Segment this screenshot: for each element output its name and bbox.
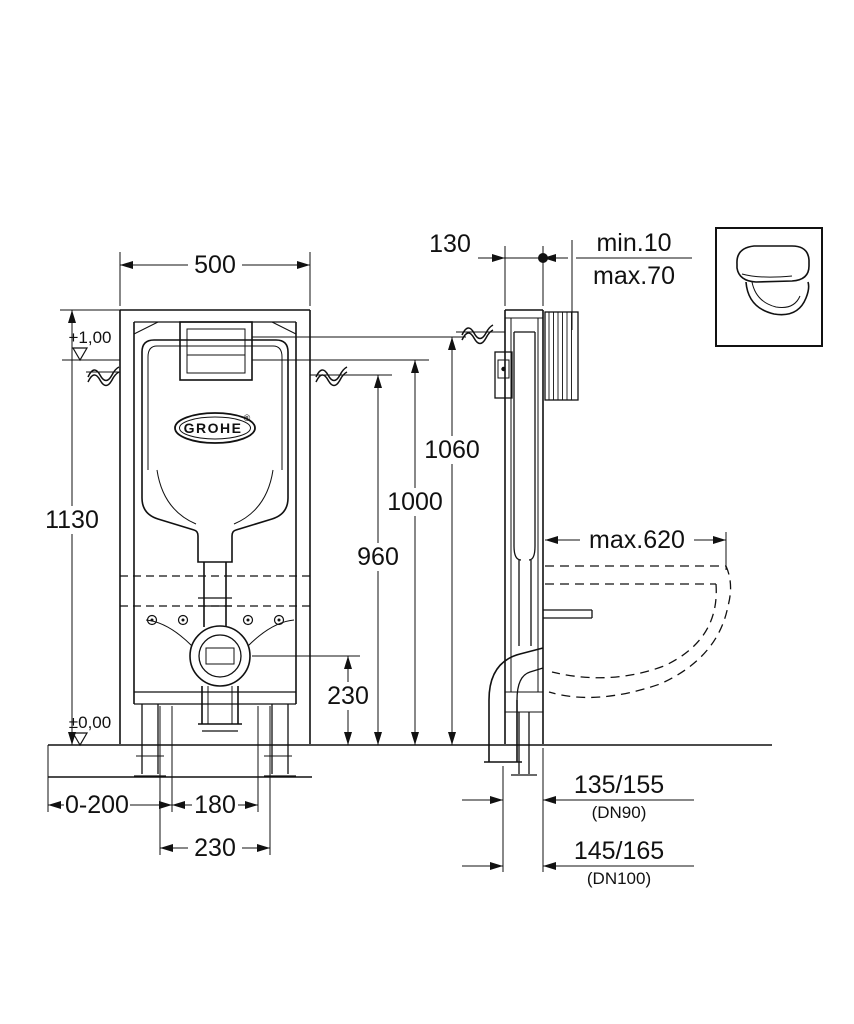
level-mark-plus-100: +1,00: [62, 328, 120, 362]
level-zero-label: ±0,00: [69, 713, 111, 732]
wall-reference-dot: [538, 253, 548, 263]
dimension-drain-height-230: 230: [252, 655, 376, 745]
wall-hung-toilet-icon: [736, 245, 810, 316]
level-plus-label: +1,00: [68, 328, 111, 347]
dimension-bowl-max-620: max.620: [545, 526, 727, 570]
dimension-180: 180: [172, 791, 258, 819]
dimension-960: 960: [350, 375, 406, 745]
dimension-wall-finish: min.10 max.70: [571, 229, 692, 330]
dimension-1060-label: 1060: [424, 436, 480, 464]
front-view-feet: [134, 704, 296, 777]
level-mark-zero: ±0,00: [69, 713, 111, 747]
toilet-model-box: [715, 227, 823, 347]
concealed-zone-front: [120, 575, 310, 626]
bowl-max-label: max.620: [589, 526, 685, 554]
dimension-foot-range-label: 0-200: [65, 791, 129, 819]
outlet-dn100-label: 145/165: [574, 837, 664, 865]
dimension-height-1130: 1130: [42, 309, 120, 745]
flush-pipe-front: [198, 562, 232, 627]
dimension-230-bottom-label: 230: [194, 834, 236, 862]
wall-finish-min-label: min.10: [596, 229, 671, 257]
dimension-depth-130: 130: [429, 230, 568, 306]
outlet-dn100-sub-label: (DN100): [587, 869, 651, 888]
cistern-side: [513, 331, 536, 646]
wall-level-wave-side: [456, 324, 505, 345]
dimension-1000-label: 1000: [387, 488, 443, 516]
dimension-180-label: 180: [194, 791, 236, 819]
dimension-width-500: 500: [119, 250, 311, 306]
grohe-logo-text: GROHE: [184, 420, 243, 436]
dimension-height-1130-label: 1130: [45, 506, 99, 534]
datum-triangle-icon: [71, 347, 89, 362]
dimension-drain-height-label: 230: [327, 682, 369, 710]
dimension-width-500-label: 500: [194, 251, 236, 279]
wall-level-wave-left: [86, 366, 120, 387]
dimension-960-label: 960: [357, 543, 399, 571]
outlet-dn90-label: 135/155: [574, 771, 664, 799]
dimension-outlet-dn100: 145/165 (DN100): [462, 837, 694, 888]
actuator-side: [494, 351, 513, 399]
dimension-230-bottom: 230: [160, 834, 270, 862]
toilet-bowl-dashed: [545, 565, 732, 699]
datum-triangle-icon: [71, 732, 89, 747]
dimension-depth-130-label: 130: [429, 230, 471, 258]
bottom-extension-lines-front: [47, 706, 271, 855]
drain-bend-front: [145, 619, 295, 732]
side-view-frame: [504, 309, 544, 776]
trademark-symbol: ®: [244, 413, 251, 423]
soil-pipe-side: [484, 609, 593, 763]
wall-hatch-side: [544, 311, 579, 401]
cistern-front: [141, 339, 289, 563]
dimension-1060: 1060: [252, 336, 484, 745]
grohe-logo: GROHE ®: [174, 412, 256, 444]
outlet-dn90-sub-label: (DN90): [592, 803, 647, 822]
front-view-frame: [119, 309, 311, 744]
wall-finish-max-label: max.70: [593, 262, 675, 290]
actuator-shaft-front: [179, 321, 253, 381]
dimension-outlet-dn90: 135/155 (DN90): [462, 748, 694, 872]
dimension-foot-range: 0-200: [48, 791, 172, 819]
dimension-1000: 1000: [252, 359, 447, 745]
floor-lines: [48, 744, 772, 778]
